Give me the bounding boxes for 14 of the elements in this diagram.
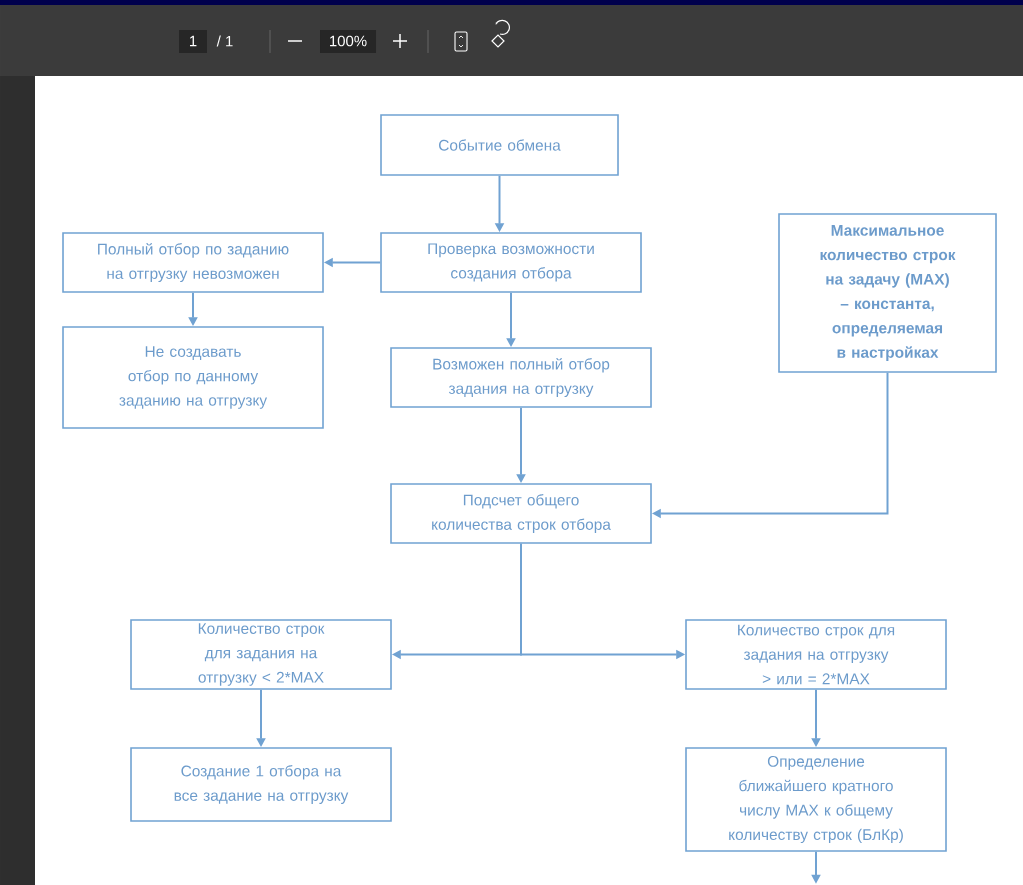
process-box: Полный отбор по заданию на отгрузку невозможен [62,232,324,293]
process-box: Количество строк для задания на отгрузку > или = 2*MAX [685,619,947,690]
process-box: Проверка возможности создания отбора [380,232,642,293]
zoom-field: 100% [320,30,376,53]
process-box: Не создавать отбор по данному заданию на отгрузку [62,326,324,429]
process-box: Максимальное количество строк на задачу (MAX) – константа, определяемая в настройках [778,213,997,373]
process-box: Определение ближайшего кратного числу MAX к общему количеству строк (БлКр) [685,747,947,852]
process-box: Создание 1 отбора на все задание на отгрузку [130,747,392,822]
process-box: Количество строк для задания на отгрузку < 2*MAX [130,619,392,690]
process-box: Возможен полный отбор задания на отгрузку [390,347,652,408]
process-box: Подсчет общего количества строк отбора [390,483,652,544]
process-box: Событие обмена [380,114,619,176]
page-count: / 1 [216,35,233,47]
page-number-field: 1 [179,30,207,53]
